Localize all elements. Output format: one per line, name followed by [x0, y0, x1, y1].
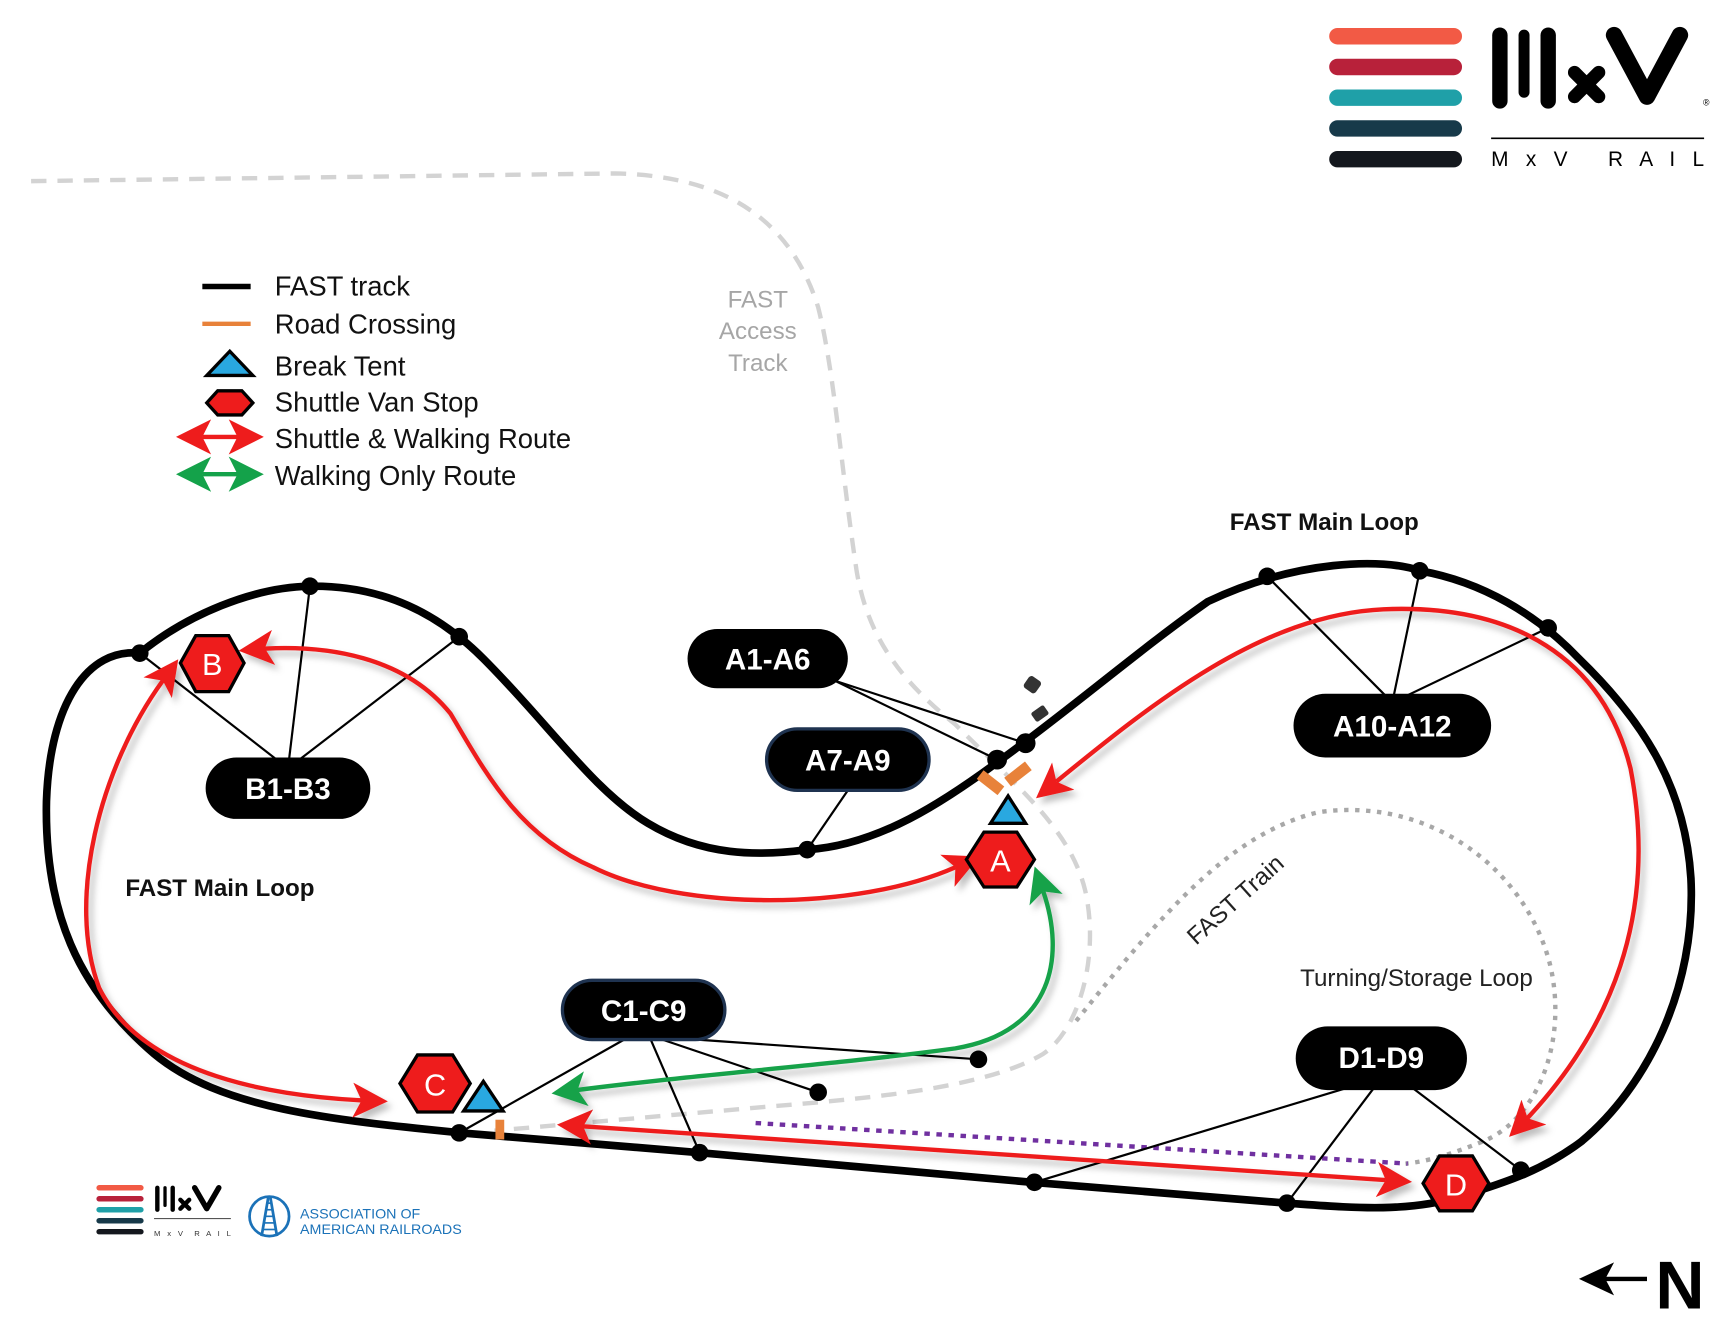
aar-line2: AMERICAN RAILROADS: [300, 1222, 462, 1238]
main-loop-label-left: FAST Main Loop: [125, 875, 314, 902]
equipment-marker: [1023, 676, 1042, 694]
track-node: [1015, 733, 1036, 754]
legend-label: Walking Only Route: [275, 460, 516, 491]
track-node: [690, 1143, 709, 1162]
shuttle-stop-a[interactable]: A: [964, 830, 1037, 889]
route-b-to-c[interactable]: [84, 659, 388, 1118]
access-track-label-line: Access: [719, 318, 797, 345]
track-node: [301, 577, 319, 595]
mxv-logo-small: M x V R A I L: [96, 1185, 232, 1238]
zone-label: A7-A9: [805, 745, 891, 778]
zone-badge-d1-d9[interactable]: D1-D9: [1295, 1026, 1467, 1091]
legend-label: Shuttle & Walking Route: [275, 423, 571, 454]
zone-label: A1-A6: [725, 644, 811, 677]
legend-label: Shuttle Van Stop: [275, 387, 479, 418]
zone-badge-b1-b3[interactable]: B1-B3: [205, 757, 371, 819]
mxv-logo: ® M x V R A I L: [1329, 26, 1710, 171]
turning-loop-label: Turning/Storage Loop: [1300, 965, 1533, 992]
north-arrowhead-icon: [1578, 1262, 1615, 1296]
shuttle-stop-d[interactable]: D: [1421, 1154, 1491, 1213]
north-label: N: [1655, 1248, 1704, 1324]
track-node: [1539, 619, 1557, 637]
walking-route-a-to-c[interactable]: [551, 866, 1063, 1107]
legend-label: Break Tent: [275, 350, 406, 381]
road-crossing: [495, 1119, 505, 1140]
shuttle-stop-b[interactable]: B: [178, 633, 246, 694]
break-tent-c[interactable]: [460, 1078, 507, 1113]
legend: FAST track Road Crossing Break Tent Shut…: [175, 270, 571, 492]
fast-train-label: FAST Train: [1182, 850, 1289, 951]
mxv-subtitle-small: M x V R A I L: [154, 1229, 232, 1238]
north-indicator: N: [1578, 1248, 1705, 1324]
road-crossing: [1004, 761, 1032, 787]
zone-badge-a7-a9[interactable]: A7-A9: [764, 727, 931, 793]
track-node: [1025, 1173, 1044, 1192]
zone-label: A10-A12: [1333, 711, 1452, 744]
track-node: [1278, 1194, 1296, 1212]
route-d-to-c[interactable]: [556, 1109, 1413, 1198]
zone-label: B1-B3: [245, 773, 331, 806]
legend-label: Road Crossing: [275, 309, 456, 340]
zone-label: D1-D9: [1339, 1042, 1425, 1075]
track-node: [130, 644, 149, 662]
track-node: [809, 1083, 827, 1102]
track-node: [450, 1124, 469, 1142]
main-loop-label-top: FAST Main Loop: [1230, 509, 1419, 536]
registered-mark: ®: [1703, 97, 1710, 107]
access-track-label-line: FAST: [728, 286, 789, 313]
break-tent-a[interactable]: [987, 792, 1029, 825]
stop-label: D: [1445, 1167, 1467, 1202]
aar-track-icon: [248, 1195, 291, 1238]
zone-badge-c1-c9[interactable]: C1-C9: [560, 978, 727, 1042]
aar-line1: ASSOCIATION OF: [300, 1207, 420, 1223]
zone-badge-a10-a12[interactable]: A10-A12: [1293, 693, 1492, 758]
access-track-label: FAST Access Track: [719, 286, 797, 377]
road-crossing: [976, 770, 1005, 796]
track-node: [798, 840, 816, 859]
road-crossings: [495, 761, 1032, 1140]
stop-label: C: [424, 1068, 446, 1103]
mxv-wordmark-small: [155, 1185, 222, 1212]
shuttle-stop-icon: [204, 389, 256, 417]
stop-label: B: [202, 647, 223, 682]
stop-label: A: [990, 844, 1011, 879]
mxv-subtitle: M x V R A I L: [1491, 148, 1704, 171]
track-node: [450, 627, 469, 646]
track-node: [969, 1050, 988, 1069]
access-track-label-line: Track: [728, 350, 788, 377]
legend-label: FAST track: [275, 270, 410, 301]
track-node: [987, 749, 1008, 770]
shuttle-stop-c[interactable]: C: [398, 1053, 473, 1114]
route-a-to-d[interactable]: [1036, 606, 1641, 1137]
zone-badge-a1-a6[interactable]: A1-A6: [687, 629, 848, 689]
mxv-stripes-icon-small: [96, 1185, 144, 1235]
track-node: [1258, 567, 1276, 586]
equipment-marker: [1031, 705, 1049, 722]
track-node: [1511, 1161, 1530, 1179]
aar-logo: ASSOCIATION OF AMERICAN RAILROADS: [248, 1195, 462, 1238]
break-tent-icon: [202, 348, 257, 378]
mxv-stripes-icon: [1329, 27, 1463, 168]
track-node: [1410, 562, 1429, 580]
mxv-wordmark: [1492, 26, 1689, 109]
zone-label: C1-C9: [601, 995, 687, 1028]
